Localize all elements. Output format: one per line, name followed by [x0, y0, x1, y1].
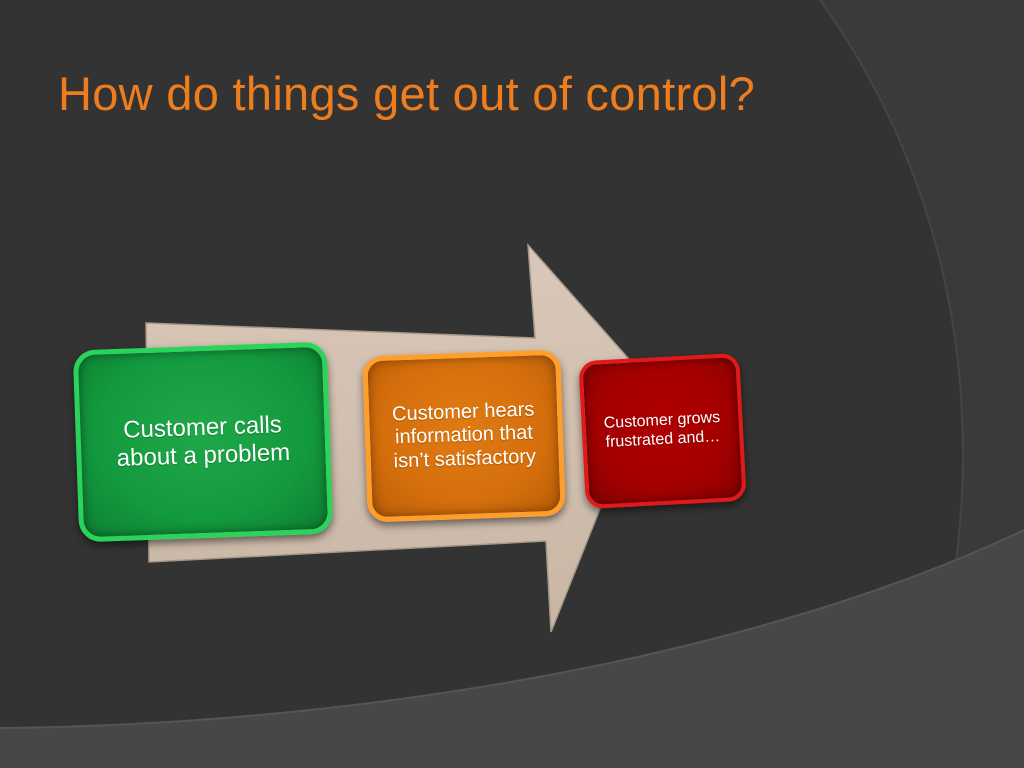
step-label-3: Customer grows frustrated and… [603, 409, 721, 451]
step-label-1: Customer calls about a problem [116, 410, 291, 473]
step-box-1: Customer calls about a problem [72, 341, 334, 543]
step-box-2: Customer hears information that isn’t sa… [362, 349, 566, 523]
slide-title: How do things get out of control? [58, 67, 756, 120]
background-swoosh-bottom-edge [0, 529, 1024, 729]
step-box-3: Customer grows frustrated and… [578, 352, 747, 510]
step-label-2: Customer hears information that isn’t sa… [391, 398, 537, 473]
background-swoosh-bottom [0, 530, 1024, 768]
